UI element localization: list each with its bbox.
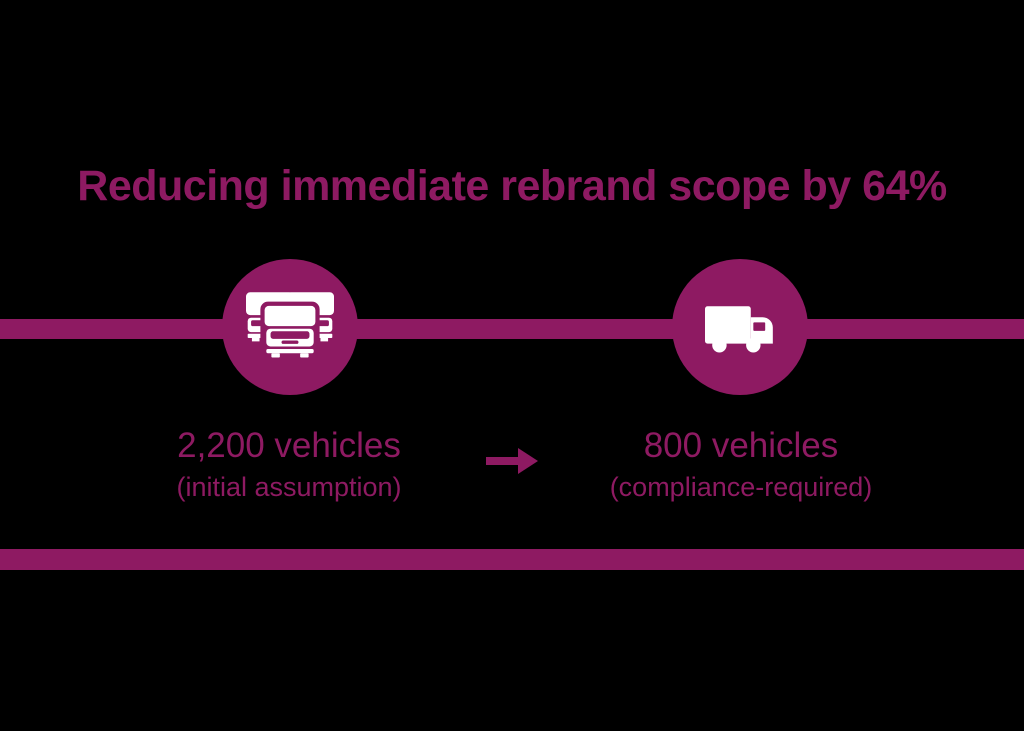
- page-title: Reducing immediate rebrand scope by 64%: [77, 162, 947, 210]
- arrow-right-icon: [486, 448, 538, 474]
- after-circle-badge: [672, 259, 808, 395]
- before-value: 2,200 vehicles: [177, 426, 401, 465]
- after-caption: (compliance-required): [609, 472, 873, 502]
- bottom-divider-bar: [0, 549, 1024, 570]
- after-value: 800 vehicles: [643, 426, 839, 465]
- fleet-trucks-icon: [246, 292, 334, 362]
- after-label-block: 800 vehicles (compliance-required): [581, 427, 901, 503]
- horizontal-band: [0, 319, 1024, 339]
- before-circle-badge: [222, 259, 358, 395]
- before-caption: (initial assumption): [176, 472, 402, 502]
- before-label-block: 2,200 vehicles (initial assumption): [129, 427, 449, 503]
- delivery-truck-icon: [705, 306, 773, 353]
